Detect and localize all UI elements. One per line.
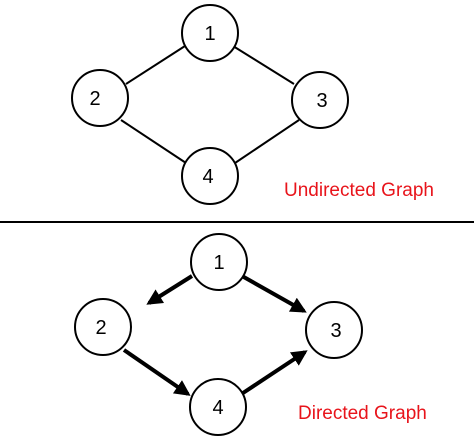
undirected-edge-2-4 (120, 119, 187, 164)
directed-node-1: 1 (190, 233, 248, 291)
undirected-node-label-1: 1 (204, 23, 215, 45)
directed-edge-4-to-3 (241, 350, 308, 395)
undirected-node-2: 2 (71, 69, 129, 127)
undirected-edge-1-3 (232, 45, 295, 85)
directed-edge-2-to-4 (122, 348, 191, 396)
undirected-edges (120, 45, 300, 164)
undirected-graph: 1 2 3 4 Undirected Graph (71, 4, 434, 205)
directed-node-label-4: 4 (212, 397, 223, 419)
undirected-node-4: 4 (181, 147, 239, 205)
directed-node-2: 2 (74, 298, 132, 356)
directed-node-4: 4 (189, 378, 247, 436)
directed-node-3: 3 (305, 301, 363, 359)
directed-node-label-3: 3 (330, 320, 341, 342)
directed-node-label-1: 1 (213, 252, 224, 274)
undirected-edge-1-2 (125, 45, 186, 85)
undirected-caption: Undirected Graph (284, 180, 434, 201)
undirected-node-label-4: 4 (202, 166, 213, 188)
undirected-node-label-3: 3 (316, 90, 327, 112)
undirected-node-label-2: 2 (89, 88, 100, 110)
undirected-edge-3-4 (234, 119, 300, 164)
undirected-node-3: 3 (291, 71, 349, 129)
directed-node-label-2: 2 (95, 317, 106, 339)
directed-edge-1-to-2 (146, 274, 194, 305)
directed-caption: Directed Graph (298, 403, 427, 424)
undirected-node-1: 1 (181, 4, 239, 62)
directed-graph: 1 2 3 4 Directed Graph (74, 233, 427, 436)
directed-edge-1-to-3 (241, 274, 307, 313)
directed-edges (122, 274, 308, 396)
